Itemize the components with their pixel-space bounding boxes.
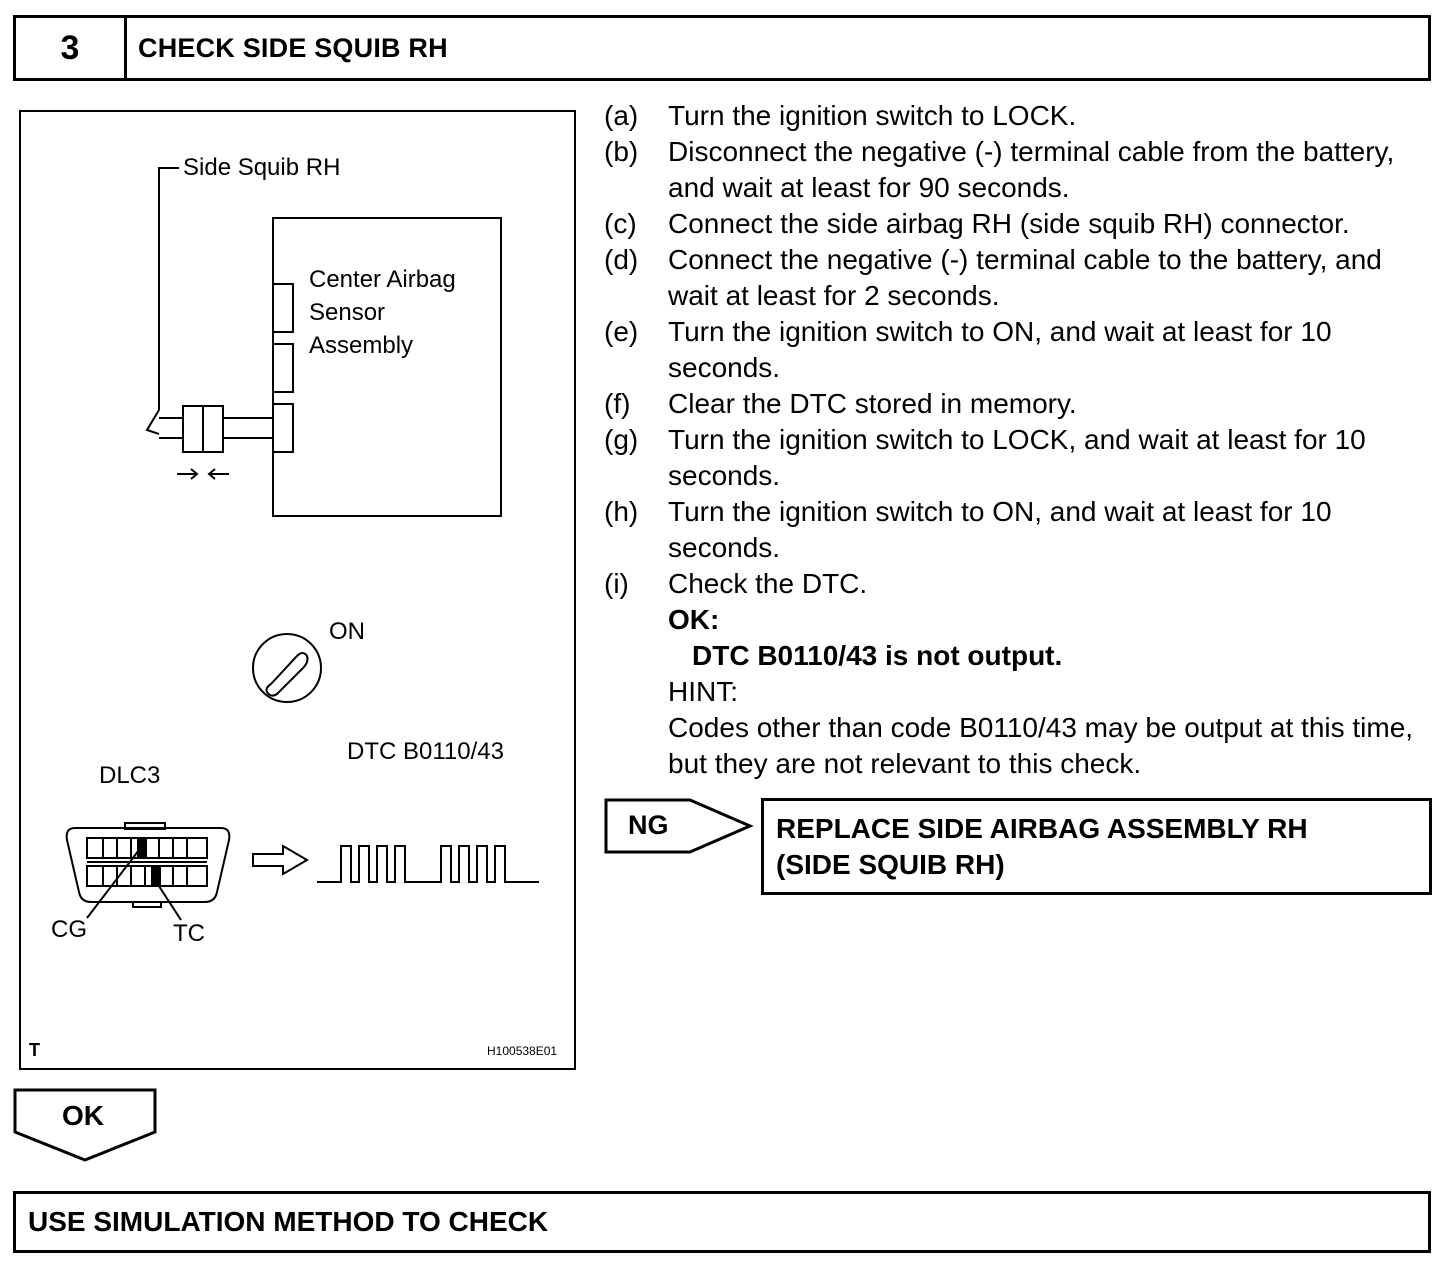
dtc-label: DTC B0110/43 (347, 738, 504, 765)
connect-arrow-left (207, 468, 229, 480)
next-step-box: USE SIMULATION METHOD TO CHECK (13, 1191, 1431, 1253)
dlc3-label: DLC3 (99, 762, 161, 789)
step-title: CHECK SIDE SQUIB RH (138, 32, 448, 63)
instruction-item: (f) Clear the DTC stored in memory. (604, 388, 1077, 419)
wiring-diagram (65, 167, 539, 921)
ignition-switch (252, 633, 322, 703)
sensor-connector-1 (272, 283, 294, 333)
instruction-item: (g) Turn the ignition switch to LOCK, an… (604, 424, 1366, 491)
sensor-connector-2 (272, 343, 294, 393)
ng-action-line2: (SIDE SQUIB RH) (776, 849, 1005, 880)
ok-label: OK (62, 1100, 104, 1131)
hint-label: HINT: (668, 676, 738, 707)
ok-criteria-result: DTC B0110/43 is not output. (692, 640, 1063, 671)
step-number: 3 (16, 18, 127, 78)
ok-criteria: OK: DTC B0110/43 is not output. HINT: Co… (604, 602, 1434, 782)
center-airbag-sensor-box (272, 217, 502, 517)
instruction-item: (b) Disconnect the negative (-) terminal… (604, 136, 1395, 203)
ng-arrow-shape (604, 798, 754, 854)
center-sensor-label-2: Sensor (309, 299, 386, 326)
hollow-arrow (252, 844, 309, 876)
ng-action-line1: REPLACE SIDE AIRBAG ASSEMBLY RH (776, 813, 1308, 844)
instruction-item: (e) Turn the ignition switch to ON, and … (604, 316, 1332, 383)
cg-label: CG (51, 916, 87, 943)
step-header: 3 CHECK SIDE SQUIB RH (13, 15, 1431, 81)
dlc3-connector (65, 827, 231, 903)
illustration: Side Squib RH Center Airbag Sensor Assem… (19, 110, 576, 1070)
cg-terminal (137, 838, 147, 858)
ok-criteria-label: OK: (668, 604, 720, 635)
instruction-item: (c) Connect the side airbag RH (side squ… (604, 208, 1350, 239)
squib-end (145, 409, 160, 435)
ignition-on-label: ON (329, 618, 365, 645)
instruction-item: (i) Check the DTC. (604, 568, 868, 599)
sensor-connector-3 (272, 403, 294, 453)
instruction-item: (h) Turn the ignition switch to ON, and … (604, 496, 1332, 563)
center-sensor-label-3: Assembly (309, 332, 414, 359)
dtc-waveform (317, 845, 539, 883)
ng-label: NG (628, 810, 669, 840)
squib-lead-line (158, 167, 179, 410)
ok-arrow-shape (13, 1088, 157, 1162)
side-squib-label: Side Squib RH (183, 154, 341, 181)
tc-label: TC (173, 920, 205, 947)
center-sensor-label-1: Center Airbag (309, 266, 456, 293)
corner-mark: T (29, 1040, 40, 1060)
connect-arrow-right (177, 468, 199, 480)
ng-action-box: REPLACE SIDE AIRBAG ASSEMBLY RH (SIDE SQ… (761, 798, 1432, 895)
instruction-item: (a) Turn the ignition switch to LOCK. (604, 100, 1077, 131)
figure-id: H100538E01 (487, 1044, 558, 1058)
hint-text: Codes other than code B0110/43 may be ou… (668, 712, 1414, 779)
instruction-item: (d) Connect the negative (-) terminal ca… (604, 244, 1382, 311)
instruction-list: (a) Turn the ignition switch to LOCK. (b… (604, 98, 1434, 782)
tc-terminal (151, 866, 161, 886)
next-step-text: USE SIMULATION METHOD TO CHECK (28, 1206, 549, 1237)
